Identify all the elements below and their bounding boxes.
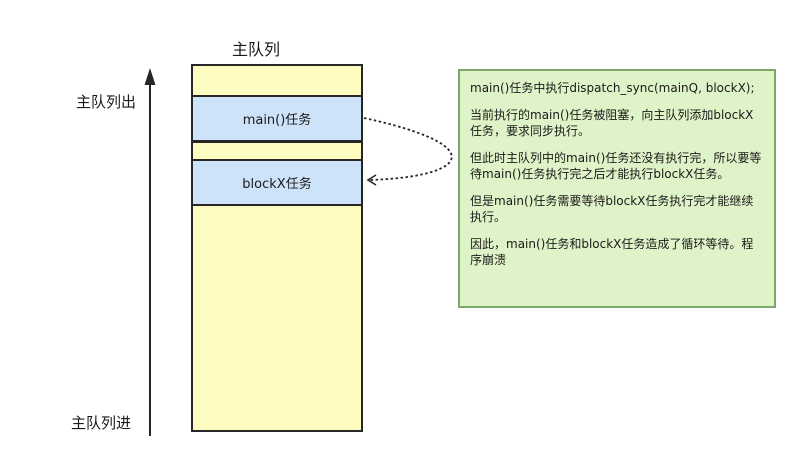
task-blockx: blockX任务: [191, 159, 363, 206]
explanation-note: main()任务中执行dispatch_sync(mainQ, blockX);…: [458, 69, 776, 308]
task-blockx-label: blockX任务: [242, 177, 312, 192]
note-paragraph: 但此时主队列中的main()任务还没有执行完，所以要等待main()任务执行完之…: [470, 151, 762, 181]
queue-slot-divider: [191, 141, 363, 143]
queue-title: 主队列: [232, 40, 281, 59]
note-paragraph: 因此，main()任务和blockX任务造成了循环等待。程序崩溃: [470, 237, 754, 267]
note-paragraph: 但是main()任务需要等待blockX任务执行完才能继续执行。: [470, 194, 754, 224]
queue-in-label: 主队列进: [71, 414, 132, 432]
wait-loop-arrow: [363, 117, 453, 181]
task-main-label: main()任务: [242, 113, 312, 128]
task-main: main()任务: [191, 95, 363, 142]
note-paragraph: 当前执行的main()任务被阻塞，向主队列添加blockX任务，要求同步执行。: [470, 108, 754, 138]
note-paragraph: main()任务中执行dispatch_sync(mainQ, blockX);: [470, 81, 755, 95]
queue-out-label: 主队列出: [76, 93, 137, 111]
queue-direction-arrowhead: [144, 68, 156, 85]
wait-loop-arrowhead: [366, 174, 377, 186]
